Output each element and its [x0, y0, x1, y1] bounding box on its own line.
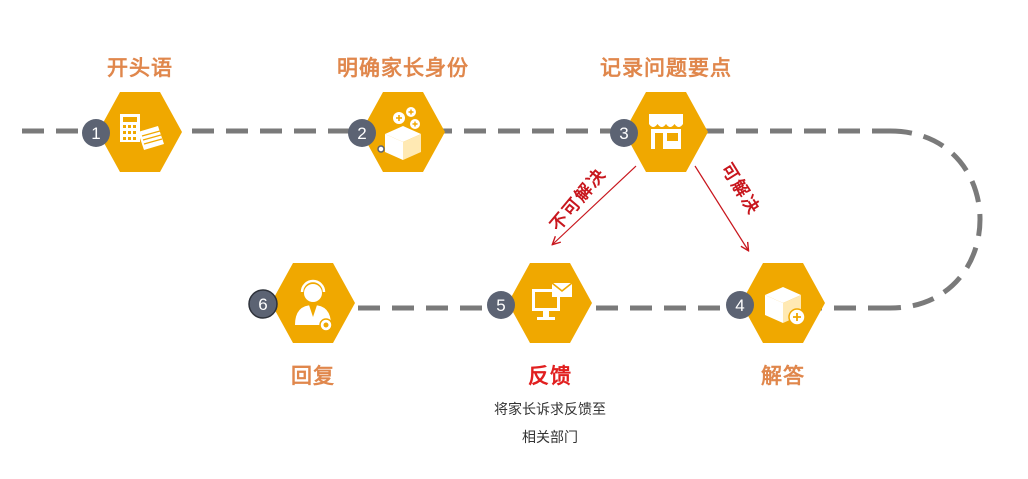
step-title-5: 反馈 [528, 364, 572, 388]
branch-arrow-solvable [694, 165, 748, 250]
step-number: 1 [91, 124, 100, 143]
path-curve-segment [889, 128, 983, 311]
branch-label-solvable: 可解决 [717, 160, 765, 219]
step-number: 2 [357, 124, 366, 143]
step-number: 4 [735, 296, 744, 315]
step-node-3 [624, 92, 708, 172]
step-title-4: 解答 [761, 364, 805, 388]
step-title-6: 回复 [291, 364, 335, 388]
step-number: 6 [258, 295, 267, 314]
computer-mail-icon [532, 282, 573, 320]
step-title-2: 明确家长身份 [337, 56, 469, 80]
step-badge-2: 2 [348, 119, 376, 147]
branch-arrow-unsolvable [553, 165, 637, 244]
step-title-3: 记录问题要点 [600, 56, 732, 80]
step-badge-4: 4 [726, 291, 754, 319]
feedback-note-line-1: 将家长诉求反馈至 [494, 402, 606, 418]
dot-marker [377, 145, 385, 153]
step-node-5 [508, 263, 592, 343]
step-number: 3 [619, 124, 628, 143]
calculator-documents-icon [120, 114, 164, 150]
step-node-1 [98, 92, 182, 172]
step-node-4 [741, 263, 825, 343]
step-title-1: 开头语 [107, 56, 173, 80]
step-badge-1: 1 [82, 119, 110, 147]
feedback-note: 将家长诉求反馈至 相关部门 [494, 396, 606, 452]
box-plus-icon [385, 107, 421, 160]
step-number: 5 [496, 296, 505, 315]
step-node-2 [361, 92, 445, 172]
hexagon [271, 263, 355, 343]
step-node-6 [271, 263, 355, 343]
shop-storefront-icon [649, 114, 683, 149]
step-badge-3: 3 [610, 119, 638, 147]
service-agent-icon [295, 279, 333, 332]
box-plus-icon [765, 287, 806, 326]
step-badge-5: 5 [487, 291, 515, 319]
step-badge-6: 6 [248, 289, 278, 319]
feedback-note-line-2: 相关部门 [522, 430, 578, 446]
